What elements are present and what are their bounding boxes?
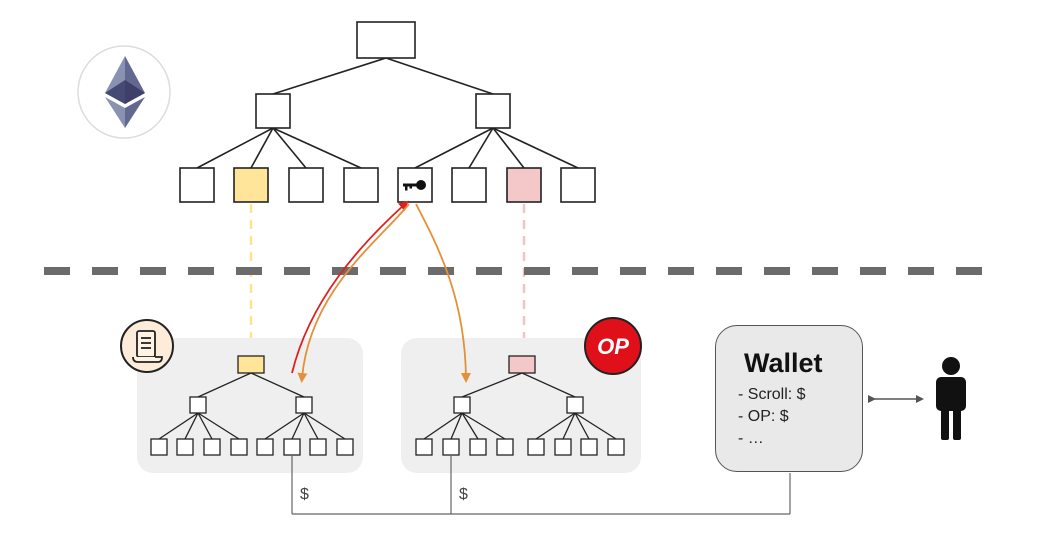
wallet-balance-more: - … <box>738 430 764 447</box>
wallet-balance-op: - OP: $ <box>738 408 789 425</box>
wallet-balance-scroll: - Scroll: $ <box>738 386 806 403</box>
l1-leaf-node <box>288 167 324 203</box>
l1-tree-nodes <box>179 21 596 203</box>
l1-leaf-op <box>506 167 542 203</box>
red-arrow-to-key <box>291 200 409 374</box>
scroll-payment-label: $ <box>300 486 309 503</box>
scroll-tree-nodes <box>150 355 354 456</box>
l1-leaf-node <box>451 167 487 203</box>
l1-leaf-node <box>343 167 379 203</box>
l1-internal-node <box>255 93 291 129</box>
op-root-node <box>508 355 536 374</box>
orange-arrow-to-op <box>415 203 471 383</box>
scroll-tree-edges <box>158 372 346 440</box>
scroll-root-node <box>237 355 265 374</box>
op-badge: OP <box>584 317 642 375</box>
l1-root-node <box>356 21 416 59</box>
wallet-connection-lines <box>291 455 791 515</box>
person-icon <box>936 357 966 440</box>
op-badge-text: OP <box>597 334 629 359</box>
wallet-box: Wallet - Scroll: $ - OP: $ - … <box>715 325 863 472</box>
l1-leaf-node <box>560 167 596 203</box>
wallet-title: Wallet <box>744 348 823 378</box>
key-icon <box>403 180 426 191</box>
op-tree-nodes <box>415 355 625 456</box>
l1-tree-edges <box>196 57 579 169</box>
l1-leaf-node <box>179 167 215 203</box>
ethereum-badge <box>77 45 171 139</box>
scroll-logo-icon <box>132 330 163 363</box>
op-payment-label: $ <box>459 486 468 503</box>
ethereum-logo-icon <box>105 56 145 128</box>
orange-arrow-to-scroll <box>297 203 410 383</box>
l1-leaf-scroll <box>233 167 269 203</box>
l1-internal-node <box>475 93 511 129</box>
scroll-badge <box>120 319 174 373</box>
op-tree-edges <box>423 372 617 440</box>
